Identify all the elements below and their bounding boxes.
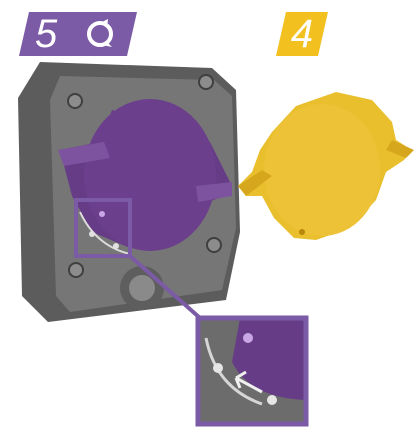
housing-knob (120, 266, 164, 310)
zoom-detail (198, 318, 306, 424)
yellow-disc (238, 92, 414, 240)
